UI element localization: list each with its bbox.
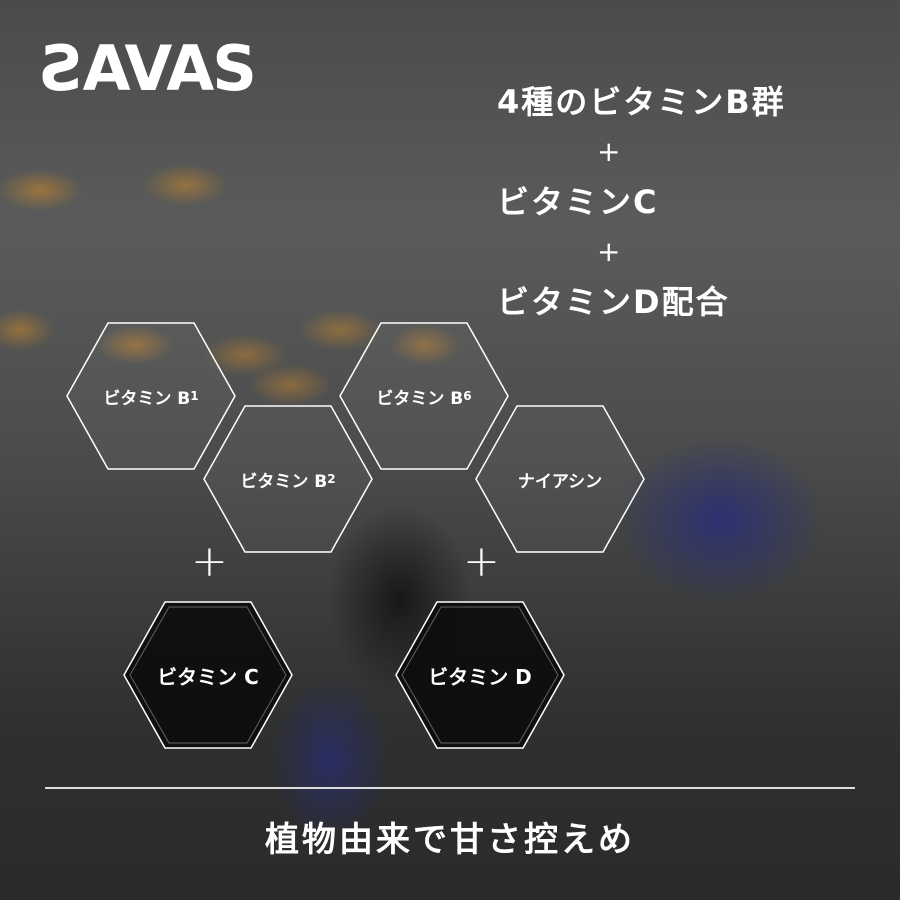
hexagon-vitamin-d: ビタミン D	[395, 601, 565, 749]
hexagon-niacin: ナイアシン	[475, 405, 645, 553]
plus-sign-right: +	[463, 536, 500, 587]
hex-label: ビタミン D	[428, 664, 532, 689]
divider-line	[45, 787, 855, 789]
headline: 4種のビタミンB群 + ビタミンC + ビタミンD配合	[497, 80, 827, 330]
headline-plus-1: +	[597, 135, 621, 168]
plus-sign-left: +	[191, 536, 228, 587]
hex-subscript: 1	[190, 389, 199, 403]
savas-logo: SAVAS	[40, 32, 257, 105]
hex-label: ビタミン B	[376, 388, 464, 409]
headline-plus-2: +	[597, 235, 621, 268]
hex-label: ビタミン B	[103, 388, 191, 409]
tagline: 植物由来で甘さ控えめ	[265, 820, 635, 860]
hex-label: ナイアシン	[517, 471, 603, 492]
hex-subscript: 6	[463, 389, 472, 403]
headline-line-2: ビタミンC	[497, 183, 659, 221]
headline-line-3: ビタミンD配合	[497, 283, 730, 321]
hex-label: ビタミン C	[157, 664, 259, 689]
hex-subscript: 2	[327, 472, 336, 486]
hex-label: ビタミン B	[240, 471, 328, 492]
hexagon-vitamin-c: ビタミン C	[123, 601, 293, 749]
headline-line-1: 4種のビタミンB群	[497, 83, 786, 121]
